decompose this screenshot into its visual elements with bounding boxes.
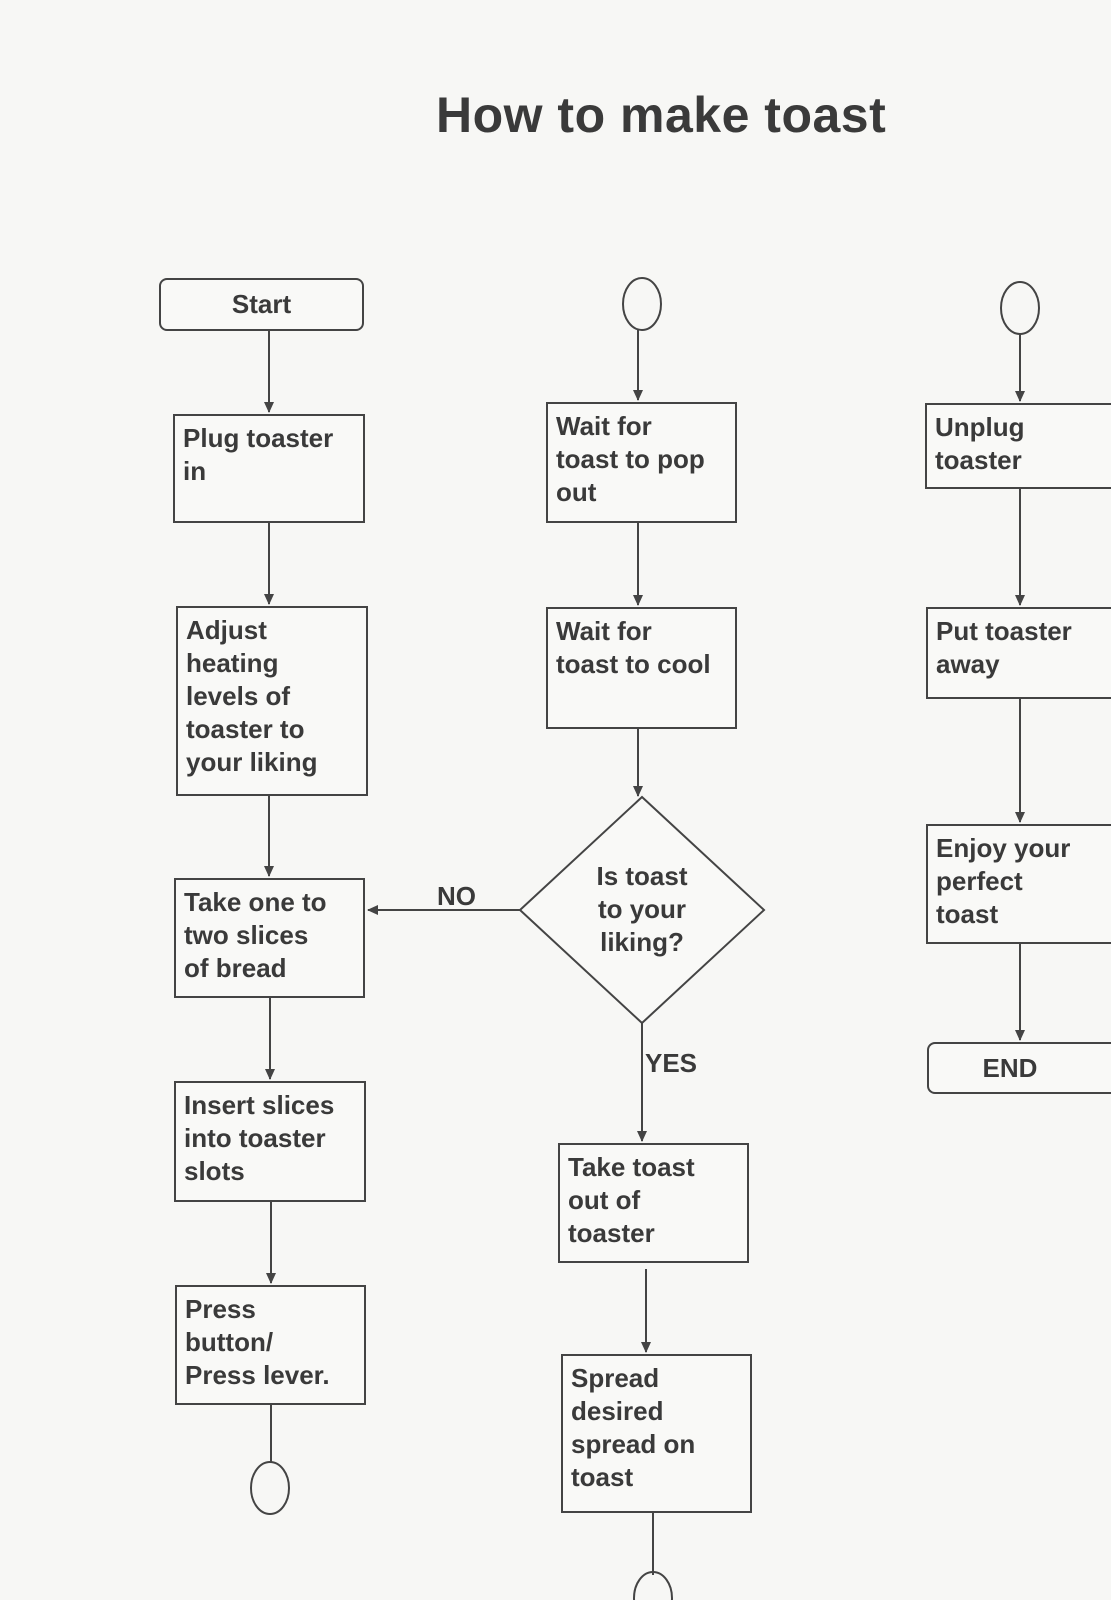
node-enjoy: Enjoy your perfect toast — [926, 824, 1111, 944]
connector-circle-col2-top — [622, 277, 662, 331]
edge-label-no: NO — [437, 881, 476, 911]
node-wait-pop: Wait for toast to pop out — [546, 402, 737, 523]
node-unplug: Unplug toaster — [925, 403, 1111, 489]
node-press-button: Press button/ Press lever. — [175, 1285, 366, 1405]
node-insert-slices: Insert slices into toaster slots — [174, 1081, 366, 1202]
node-take-bread: Take one to two slices of bread — [174, 878, 365, 998]
node-end: END — [927, 1042, 1111, 1094]
node-spread: Spread desired spread on toast — [561, 1354, 752, 1513]
node-put-away: Put toaster away — [926, 607, 1111, 699]
connector-circle-col3-top — [1000, 281, 1040, 335]
node-take-out: Take toast out of toaster — [558, 1143, 749, 1263]
connector-circle-col1-bottom — [250, 1461, 290, 1515]
node-start: Start — [159, 278, 364, 331]
node-adjust-heat: Adjust heating levels of toaster to your… — [176, 606, 368, 796]
edge-label-yes: YES — [645, 1048, 698, 1078]
node-wait-cool: Wait for toast to cool — [546, 607, 737, 729]
node-plug-in: Plug toaster in — [173, 414, 365, 523]
connector-circle-col2-bottom — [633, 1571, 673, 1600]
page-title: How to make toast — [436, 87, 887, 143]
decision-text: Is toast to your liking? — [596, 861, 688, 957]
